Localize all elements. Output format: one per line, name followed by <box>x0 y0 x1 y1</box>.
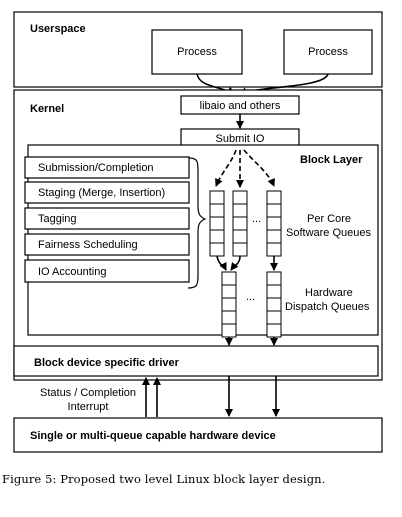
driver-label: Block device specific driver <box>34 357 180 369</box>
software-queues-label-line2: Software Queues <box>286 227 371 239</box>
feature-brace <box>187 157 207 289</box>
software-queue-3 <box>266 190 282 257</box>
submit-to-queue-1-arrow <box>215 149 237 187</box>
feature-box-1 <box>24 156 190 179</box>
process-left-label: Process <box>177 46 217 58</box>
software-queue-ellipsis: ... <box>252 213 261 225</box>
sw-queue-2-to-hw-arrow <box>230 255 241 271</box>
feature-label-1: Submission/Completion <box>38 162 154 174</box>
feature-box-3 <box>24 207 190 230</box>
submit-to-queue-3-arrow <box>243 149 275 187</box>
userspace-label: Userspace <box>30 23 86 35</box>
driver-box <box>13 345 379 377</box>
feature-label-3: Tagging <box>38 213 77 225</box>
software-queue-2 <box>232 190 248 257</box>
block-layer-diagram: Userspace Process Process Kernel libaio … <box>13 11 383 453</box>
hardware-queue-2 <box>266 271 282 338</box>
hardware-queue-1 <box>221 271 237 338</box>
hardware-queues-label-line2: Dispatch Queues <box>285 301 370 313</box>
feature-box-2 <box>24 181 190 204</box>
libaio-label: libaio and others <box>200 100 281 112</box>
software-queues-label-line1: Per Core <box>307 213 351 225</box>
kernel-label: Kernel <box>30 103 64 115</box>
submit-io-label: Submit IO <box>216 133 265 145</box>
feature-box-4 <box>24 233 190 256</box>
feature-label-4: Fairness Scheduling <box>38 239 138 251</box>
hardware-device-label: Single or multi-queue capable hardware d… <box>30 430 276 442</box>
hardware-queue-ellipsis: ... <box>246 291 255 303</box>
figure-caption: Figure 5: Proposed two level Linux block… <box>2 472 326 486</box>
feature-label-5: IO Accounting <box>38 266 107 278</box>
status-label-line1: Status / Completion <box>40 387 136 399</box>
hardware-device-box <box>13 417 383 453</box>
sw-queue-1-to-hw-arrow <box>216 255 227 271</box>
process-right-box <box>283 29 373 75</box>
feature-label-2: Staging (Merge, Insertion) <box>38 187 165 199</box>
hardware-queues-label-line1: Hardware <box>305 287 353 299</box>
block-layer-label: Block Layer <box>300 154 363 166</box>
process-right-label: Process <box>308 46 348 58</box>
status-label-line2: Interrupt <box>68 401 109 413</box>
feature-box-5 <box>24 259 190 283</box>
software-queue-1 <box>209 190 225 257</box>
process-left-box <box>151 29 243 75</box>
